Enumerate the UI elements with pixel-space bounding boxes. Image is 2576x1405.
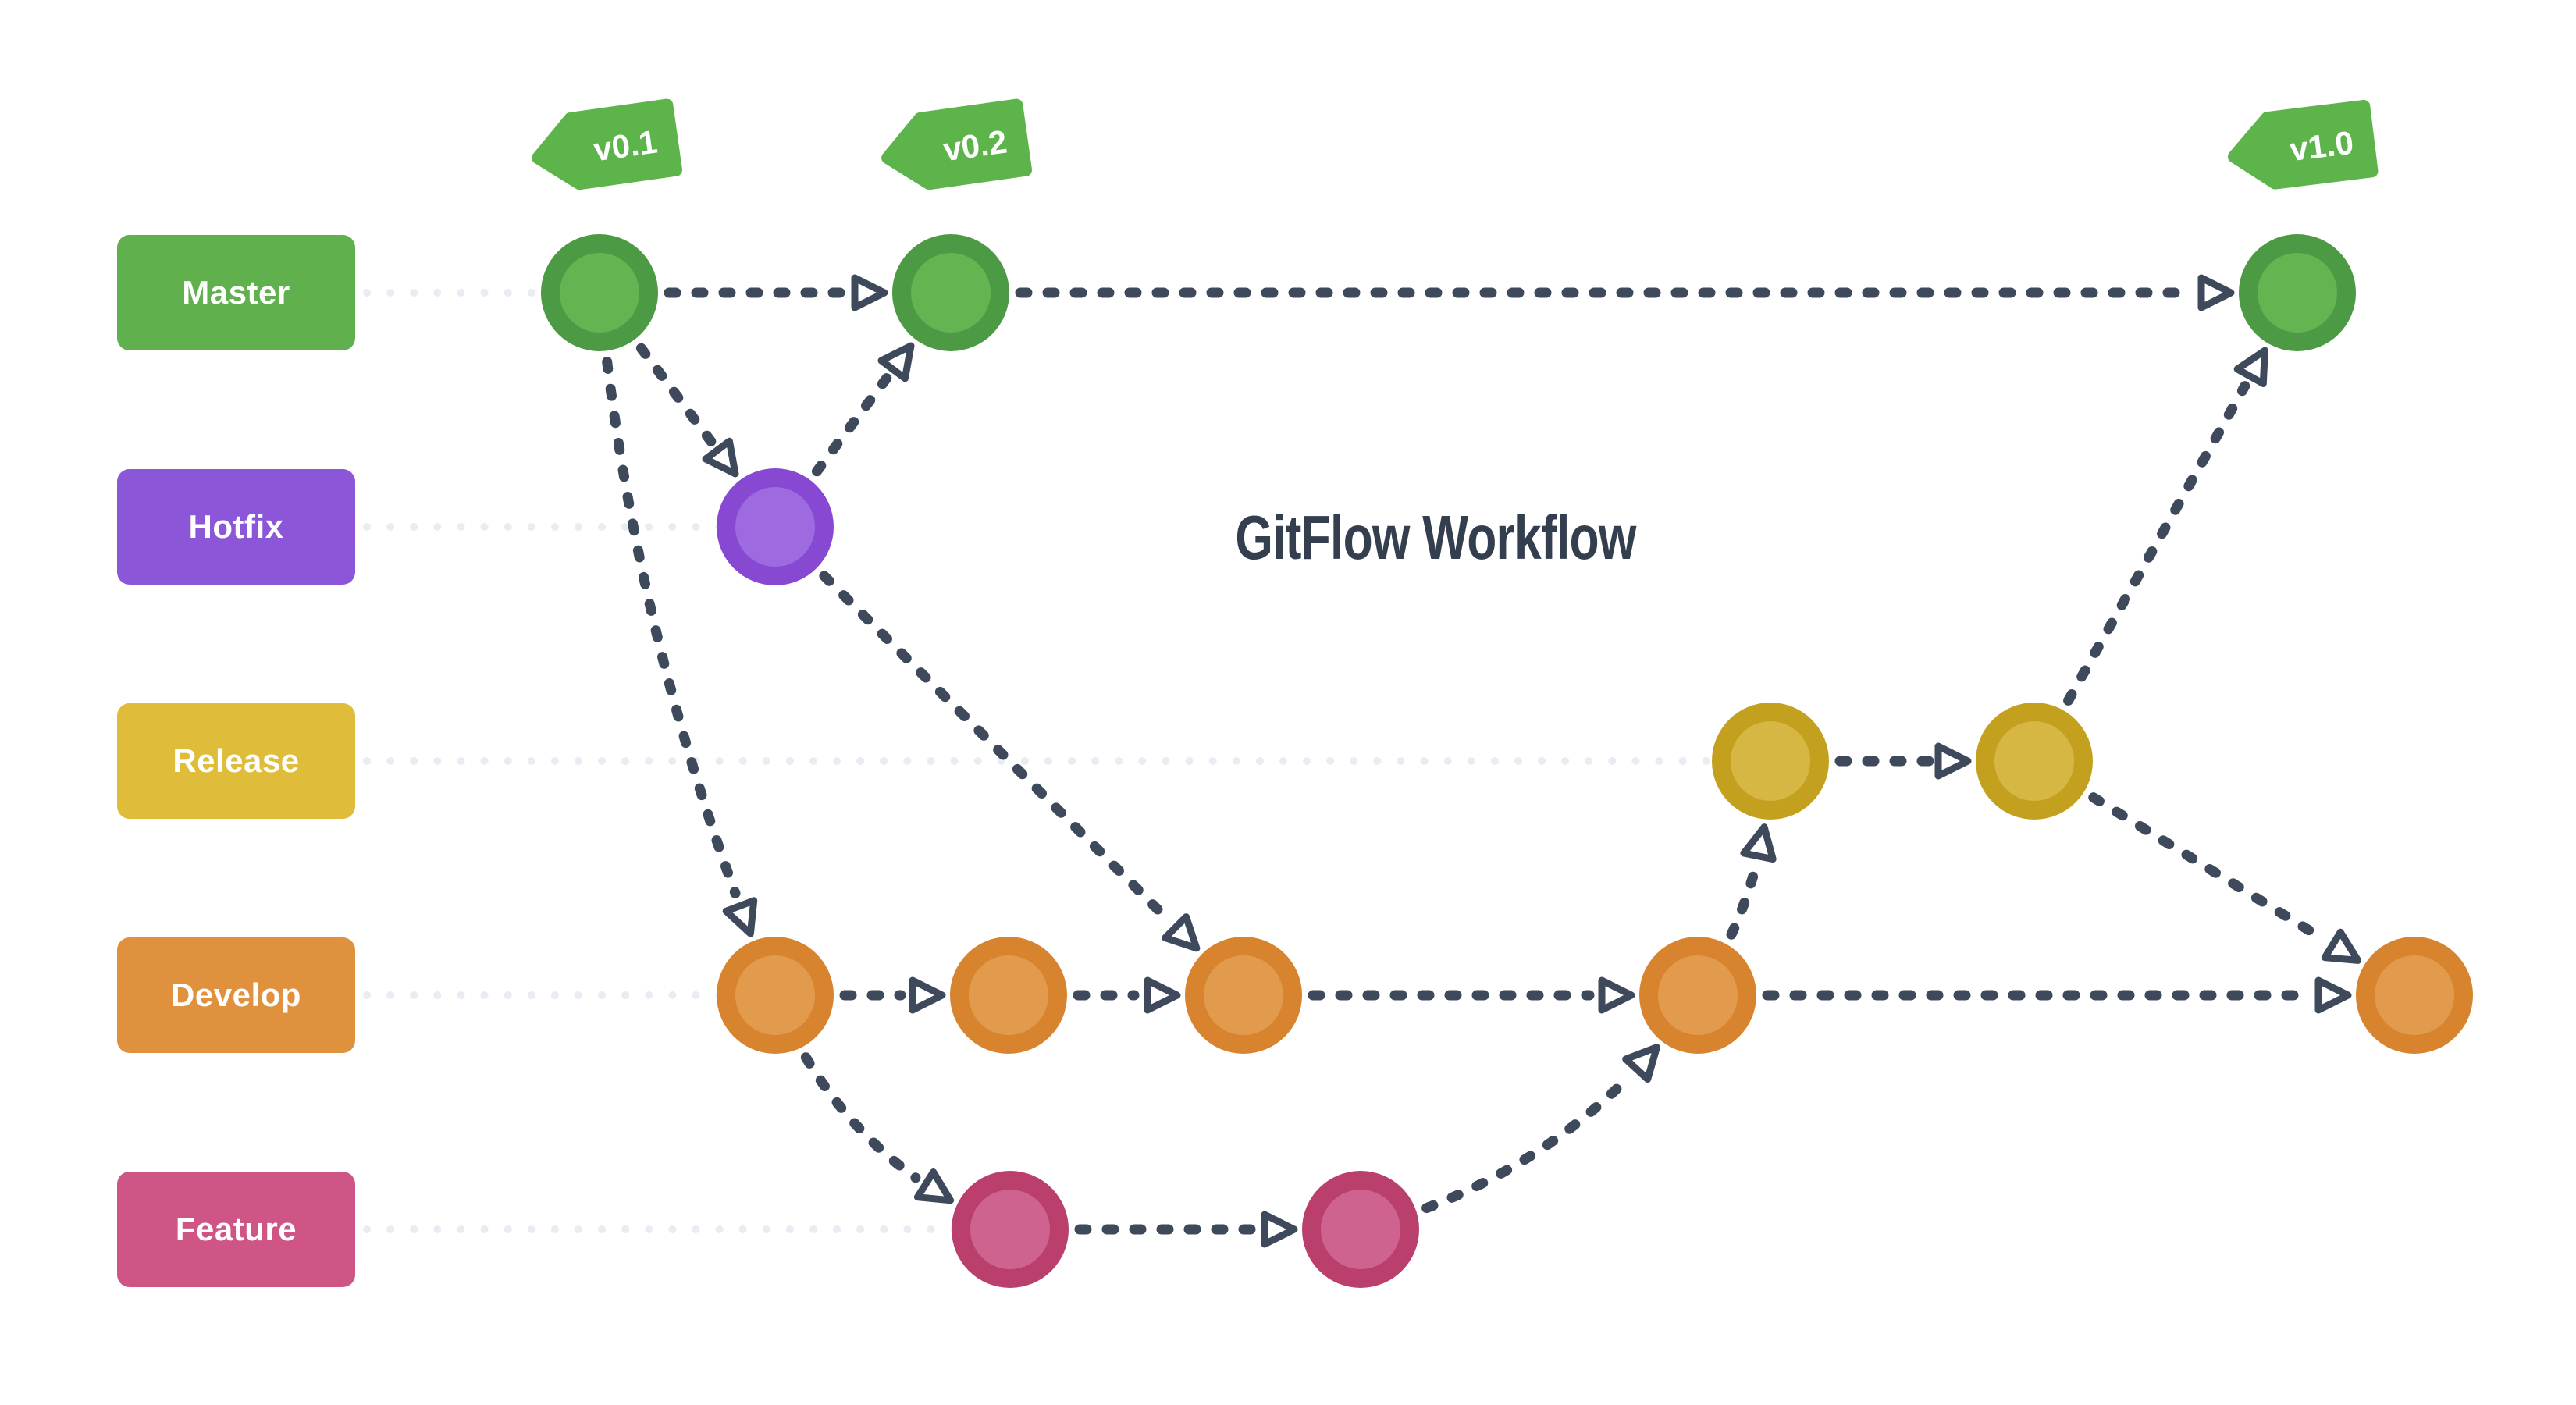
arrowhead-m1-h1 xyxy=(702,437,739,478)
branch-label-hotfix-text: Hotfix xyxy=(188,508,284,545)
commit-node-f1-core xyxy=(970,1190,1050,1269)
arrowhead-d3-d4 xyxy=(1598,976,1635,1014)
branch-label-develop: Develop xyxy=(117,937,355,1053)
tag-shape-icon xyxy=(2227,99,2379,190)
arrowhead-d4-d5 xyxy=(2314,976,2352,1014)
edge-h1-d3 xyxy=(819,571,1174,926)
commit-node-r1-core xyxy=(1731,721,1810,801)
branch-label-feature-text: Feature xyxy=(175,1211,297,1247)
arrowhead-m1-m2 xyxy=(851,274,888,311)
commit-node-m3-core xyxy=(2258,253,2337,333)
branch-label-master-text: Master xyxy=(182,274,290,311)
arrowhead-d4-r1 xyxy=(1740,823,1777,863)
branch-label-release-text: Release xyxy=(173,742,300,779)
commit-node-d2-core xyxy=(969,955,1048,1035)
arrowhead-m1-d1 xyxy=(722,897,758,937)
edge-m1-h1 xyxy=(635,343,717,447)
commit-node-r2-core xyxy=(1994,721,2074,801)
tag-shape-icon xyxy=(532,98,683,190)
commit-node-d5-core xyxy=(2375,955,2454,1035)
arrowhead-d2-d3 xyxy=(1144,976,1181,1014)
diagram-title: GitFlow Workflow xyxy=(1235,503,1636,572)
version-tag-v1-0-text: v1.0 xyxy=(2288,124,2356,169)
arrowhead-r1-r2 xyxy=(1934,742,1972,780)
arrowhead-r2-m3 xyxy=(2233,347,2268,387)
version-tag-v0-2-text: v0.2 xyxy=(941,123,1009,169)
arrowhead-h1-m2 xyxy=(877,342,915,382)
branch-label-feature: Feature xyxy=(117,1172,355,1287)
edge-d4-r1 xyxy=(1726,863,1760,940)
arrowhead-h1-d3 xyxy=(1162,913,1201,952)
edge-m1-d1 xyxy=(602,357,741,898)
edge-f2-d4 xyxy=(1421,1071,1635,1214)
arrowhead-f1-f2 xyxy=(1261,1211,1298,1248)
tag-shape-icon xyxy=(881,98,1033,190)
arrowhead-d1-d2 xyxy=(909,976,946,1014)
arrowhead-r2-d5 xyxy=(2321,928,2362,964)
commit-node-d1-core xyxy=(735,955,815,1035)
branch-label-master: Master xyxy=(117,235,355,350)
version-tag-v0-2: v0.2 xyxy=(881,98,1033,190)
edge-r2-d5 xyxy=(2088,792,2326,943)
branch-label-hotfix: Hotfix xyxy=(117,469,355,585)
edge-r2-m3 xyxy=(2063,381,2250,706)
edge-h1-m2 xyxy=(811,372,892,477)
arrowhead-f2-d4 xyxy=(1622,1044,1660,1083)
arrowhead-m2-m3 xyxy=(2197,274,2235,311)
commit-node-h1-core xyxy=(735,487,815,567)
version-tag-v0-1: v0.1 xyxy=(532,98,683,190)
commit-node-f2-core xyxy=(1321,1190,1400,1269)
edge-d1-f1 xyxy=(800,1052,921,1183)
version-tag-v0-1-text: v0.1 xyxy=(591,123,659,169)
commit-node-d3-core xyxy=(1204,955,1283,1035)
arrowhead-d1-f1 xyxy=(913,1168,955,1204)
commit-node-m1-core xyxy=(560,253,639,333)
branch-label-develop-text: Develop xyxy=(171,976,301,1013)
version-tag-v1-0: v1.0 xyxy=(2227,99,2379,190)
commit-node-d4-core xyxy=(1658,955,1738,1035)
branch-label-release: Release xyxy=(117,703,355,819)
commit-node-m2-core xyxy=(911,253,991,333)
